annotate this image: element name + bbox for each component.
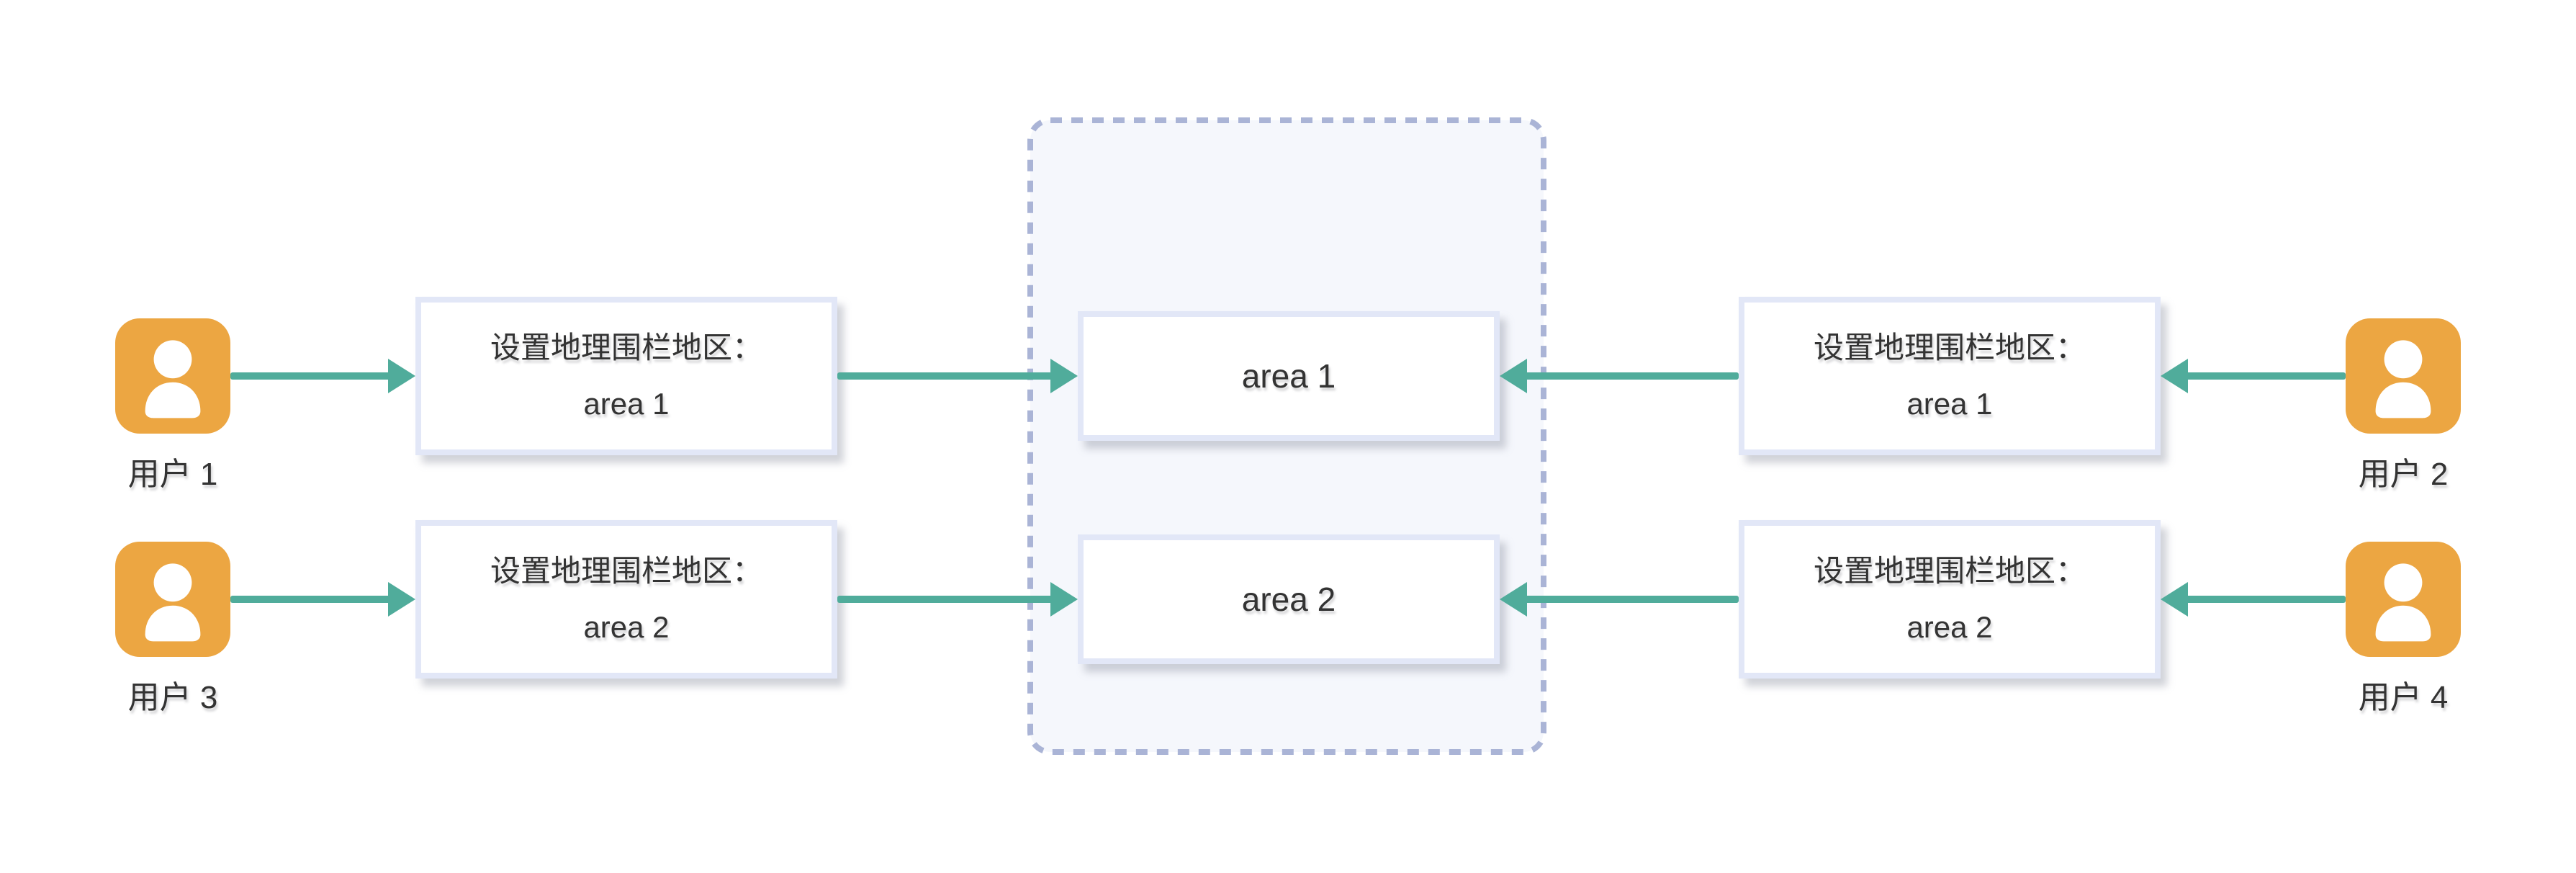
person-icon bbox=[145, 563, 201, 642]
geofence-box-user1: 设置地理围栏地区： area 1 bbox=[415, 297, 837, 455]
arrow-line bbox=[2184, 596, 2346, 603]
person-icon bbox=[2375, 563, 2431, 642]
geofence-text-line2: area 2 bbox=[583, 610, 670, 644]
user2-label: 用户 2 bbox=[2358, 457, 2449, 492]
area-label: area 2 bbox=[1241, 581, 1336, 618]
geofence-text-line1: 设置地理围栏地区： bbox=[1813, 554, 2086, 588]
arrow-user2-to-geofence bbox=[2161, 359, 2346, 393]
arrow-user4-to-geofence bbox=[2161, 582, 2346, 617]
geofence-text-line2: area 1 bbox=[1906, 387, 1993, 421]
geofence-box-user3: 设置地理围栏地区： area 2 bbox=[415, 520, 837, 679]
area-label: area 1 bbox=[1241, 357, 1336, 395]
geofence-text-line2: area 1 bbox=[583, 387, 670, 421]
person-icon bbox=[145, 340, 201, 418]
arrow-head-icon bbox=[1050, 582, 1078, 617]
user4-label: 用户 4 bbox=[2358, 680, 2449, 715]
arrow-line bbox=[1523, 372, 1739, 380]
user4-icon bbox=[2346, 542, 2461, 657]
user1-label: 用户 1 bbox=[127, 457, 218, 492]
arrow-geofence-to-area2-left bbox=[837, 582, 1078, 617]
geofence-text-line2: area 2 bbox=[1906, 610, 1993, 644]
arrow-head-icon bbox=[1050, 359, 1078, 393]
arrow-line bbox=[837, 372, 1055, 380]
cloud-area-box-1: area 1 bbox=[1078, 311, 1500, 441]
arrow-line bbox=[1523, 596, 1739, 603]
arrow-line bbox=[837, 596, 1055, 603]
user1-icon bbox=[115, 318, 230, 434]
arrow-geofence-to-area2-right bbox=[1500, 582, 1739, 617]
arrow-user1-to-geofence bbox=[230, 359, 415, 393]
geofence-text-line1: 设置地理围栏地区： bbox=[490, 331, 762, 365]
arrow-head-icon bbox=[1500, 359, 1527, 393]
user2-icon bbox=[2346, 318, 2461, 434]
geofence-text-line1: 设置地理围栏地区： bbox=[490, 554, 762, 588]
user3-icon bbox=[115, 542, 230, 657]
geofence-box-user2: 设置地理围栏地区： area 1 bbox=[1739, 297, 2161, 455]
arrow-line bbox=[230, 596, 392, 603]
arrow-line bbox=[230, 372, 392, 380]
arrow-geofence-to-area1-left bbox=[837, 359, 1078, 393]
arrow-head-icon bbox=[388, 582, 415, 617]
arrow-head-icon bbox=[2161, 582, 2188, 617]
arrow-head-icon bbox=[388, 359, 415, 393]
geofence-box-user4: 设置地理围栏地区： area 2 bbox=[1739, 520, 2161, 679]
arrow-head-icon bbox=[1500, 582, 1527, 617]
arrow-line bbox=[2184, 372, 2346, 380]
arrow-geofence-to-area1-right bbox=[1500, 359, 1739, 393]
person-icon bbox=[2375, 340, 2431, 418]
user3-label: 用户 3 bbox=[127, 680, 218, 715]
arrow-user3-to-geofence bbox=[230, 582, 415, 617]
geofence-text-line1: 设置地理围栏地区： bbox=[1813, 331, 2086, 365]
cloud-area-box-2: area 2 bbox=[1078, 534, 1500, 664]
arrow-head-icon bbox=[2161, 359, 2188, 393]
